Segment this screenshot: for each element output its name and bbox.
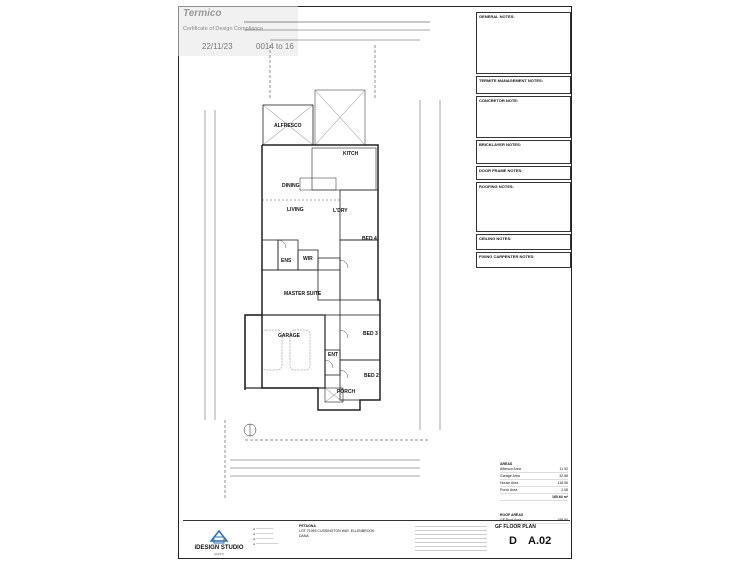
- stamp-date: 22/11/23: [202, 42, 233, 51]
- room-ens: ENS: [281, 258, 292, 264]
- project-name: PETAGNA: [299, 524, 316, 528]
- notes-title: CONCRETOR NOTE:: [479, 98, 519, 103]
- bricklayer-notes: BRICKLAYER NOTES:: [476, 140, 571, 164]
- notes-title: CEILING NOTES:: [479, 236, 512, 241]
- areas-title: AREAS: [500, 462, 513, 466]
- revision-table: [415, 523, 487, 555]
- notes-title: DOOR FRAME NOTES:: [479, 168, 523, 173]
- project-info: PETAGNA LOT 71993 CUSSINGTON WAY, ELLENB…: [299, 524, 374, 539]
- project-client: DANA: [299, 534, 309, 538]
- room-bed4: BED 4: [362, 236, 377, 242]
- area-value: 11.92: [559, 467, 569, 471]
- notes-title: GENERAL NOTES:: [479, 14, 515, 19]
- room-ldry: L'DRY: [333, 208, 348, 214]
- room-dining: DINING: [282, 183, 300, 189]
- notes-title: BRICKLAYER NOTES:: [479, 142, 522, 147]
- sheet-number: A.02: [528, 535, 552, 547]
- ceiling-notes: CEILING NOTES:: [476, 234, 571, 250]
- compliance-stamp: Termico Certificate of Design Compliance…: [178, 6, 298, 56]
- termite-notes: TERMITE MANAGEMENT NOTES:: [476, 76, 571, 94]
- notes-panel: GENERAL NOTES: TERMITE MANAGEMENT NOTES:…: [476, 12, 571, 270]
- room-alfresco: ALFRESCO: [274, 123, 302, 129]
- areas-table: AREAS Alfresco Area 11.92 Garage Area 32.6…: [500, 462, 568, 524]
- notes-title: TERMITE MANAGEMENT NOTES:: [479, 78, 543, 83]
- drawing-sheet: [178, 6, 572, 559]
- title-block: iDESIGN STUDIO (AUST) ● ───────● ───────…: [183, 520, 570, 557]
- area-label: House Area: [500, 481, 519, 485]
- area-value: 32.68: [559, 474, 568, 478]
- roofing-notes: ROOFING NOTES:: [476, 182, 571, 232]
- notes-title: FIXING CARPENTER NOTES:: [479, 254, 535, 259]
- door-frame-notes: DOOR FRAME NOTES:: [476, 166, 571, 180]
- area-value: 2.08: [561, 488, 568, 492]
- roof-areas-title: ROOF AREAS: [500, 513, 524, 517]
- notes-title: ROOFING NOTES:: [479, 184, 514, 189]
- area-value: 165.64 m²: [552, 495, 568, 499]
- stamp-cert: Certificate of Design Compliance: [183, 26, 264, 32]
- room-master-suite: MASTER SUITE: [284, 291, 322, 297]
- room-bed3: BED 3: [363, 331, 378, 337]
- table-row: House Area 118.96: [500, 480, 568, 487]
- room-bed2: BED 2: [364, 373, 379, 379]
- fixing-carpenter-notes: FIXING CARPENTER NOTES:: [476, 252, 571, 268]
- stamp-number: 0014 to 16: [256, 42, 294, 51]
- revision-letter: D: [509, 535, 517, 547]
- table-row: Garage Area 32.68: [500, 473, 568, 480]
- table-row: Alfresco Area 11.92: [500, 466, 568, 473]
- stamp-logo: Termico: [183, 8, 222, 19]
- area-label: Porch Area: [500, 488, 518, 492]
- area-value: 118.96: [557, 481, 568, 485]
- area-label: Alfresco Area: [500, 467, 521, 471]
- brand-logo: iDESIGN STUDIO (AUST): [191, 525, 247, 556]
- general-notes: GENERAL NOTES:: [476, 12, 571, 74]
- room-kitch: KITCH: [343, 151, 359, 157]
- area-label: Garage Area: [500, 474, 520, 478]
- room-living: LIVING: [287, 207, 304, 213]
- project-address: LOT 71993 CUSSINGTON WAY, ELLENBROOK: [299, 529, 375, 533]
- table-row: Porch Area 2.08: [500, 487, 568, 494]
- table-row-total: 165.64 m²: [500, 494, 568, 501]
- concretor-notes: CONCRETOR NOTE:: [476, 96, 571, 138]
- drawing-title: GF FLOOR PLAN: [495, 524, 536, 530]
- room-wir: WIR: [303, 256, 313, 262]
- room-garage: GARAGE: [278, 333, 301, 339]
- room-entry: ENT: [328, 352, 338, 358]
- brand-name: iDESIGN STUDIO: [194, 545, 244, 551]
- brand-sub: (AUST): [214, 552, 224, 556]
- room-porch: PORCH: [337, 389, 355, 395]
- contact-info: ● ───────● ───────● ───────● ─────────: [253, 527, 279, 546]
- house-logo-icon: [209, 529, 229, 544]
